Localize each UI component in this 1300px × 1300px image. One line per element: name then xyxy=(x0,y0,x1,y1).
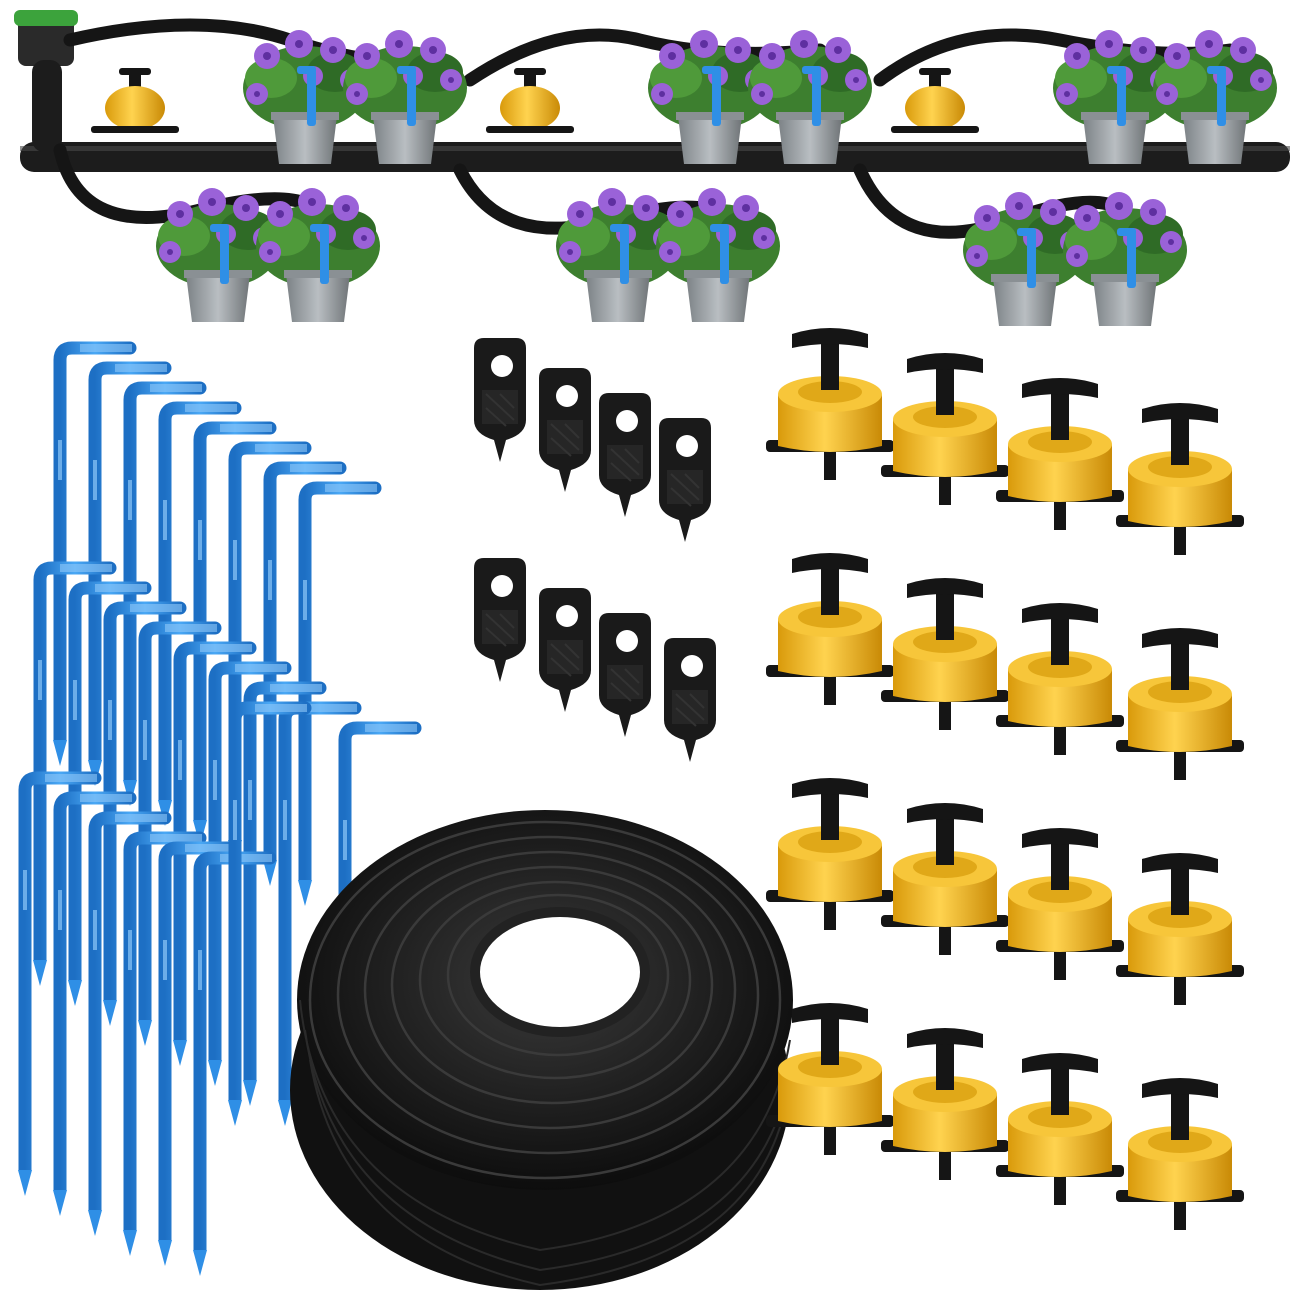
garden-setup-illustration xyxy=(14,10,1290,326)
hose-connector-icon xyxy=(14,10,78,152)
tube-coil-icon xyxy=(290,810,793,1290)
